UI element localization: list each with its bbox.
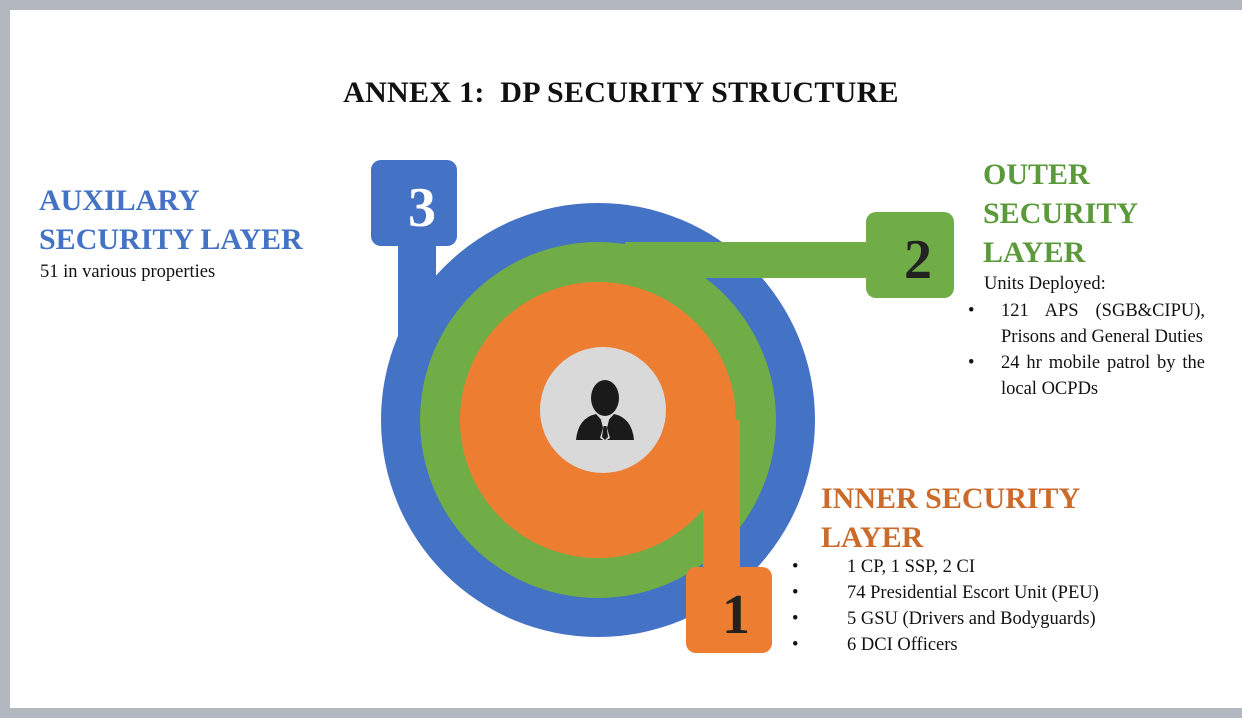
page-title: ANNEX 1: DP SECURITY STRUCTURE	[343, 76, 899, 109]
list-item: 5 GSU (Drivers and Bodyguards)	[792, 606, 1117, 632]
list-item: 74 Presidential Escort Unit (PEU)	[792, 580, 1117, 606]
inner-layer-number: 1	[722, 584, 750, 646]
outer-units-list: 121 APS (SGB&CIPU), Prisons and General …	[968, 298, 1205, 402]
outer-title-line2: SECURITY	[983, 197, 1139, 230]
auxiliary-layer-title: AUXILARY SECURITY LAYER	[39, 181, 359, 259]
inner-layer-title: INNER SECURITY LAYER	[821, 479, 1121, 557]
list-item: 24 hr mobile patrol by the local OCPDs	[968, 350, 1205, 402]
auxiliary-title-line1: AUXILARY	[39, 184, 200, 217]
inner-layer-number-box	[686, 567, 772, 653]
list-item: 121 APS (SGB&CIPU), Prisons and General …	[968, 298, 1205, 350]
outer-title-line1: OUTER	[983, 158, 1090, 191]
inner-title-line2: LAYER	[821, 521, 924, 554]
outer-layer-connector	[625, 242, 885, 278]
auxiliary-layer-number-box	[371, 160, 457, 246]
outer-title-line3: LAYER	[983, 236, 1086, 269]
outer-layer-title: OUTER SECURITY LAYER	[983, 155, 1223, 272]
person-icon	[576, 380, 634, 441]
auxiliary-title-line2: SECURITY LAYER	[39, 223, 303, 256]
list-item: 1 CP, 1 SSP, 2 CI	[792, 554, 1117, 580]
inner-units-list: 1 CP, 1 SSP, 2 CI 74 Presidential Escort…	[792, 554, 1117, 658]
list-item: 6 DCI Officers	[792, 632, 1117, 658]
outer-layer-number-box	[866, 212, 954, 298]
outer-units-label: Units Deployed:	[984, 274, 1106, 294]
auxiliary-layer-number: 3	[408, 177, 436, 239]
auxiliary-layer-subtitle: 51 in various properties	[40, 262, 216, 282]
inner-title-line1: INNER SECURITY	[821, 482, 1081, 515]
outer-layer-number: 2	[904, 229, 932, 291]
